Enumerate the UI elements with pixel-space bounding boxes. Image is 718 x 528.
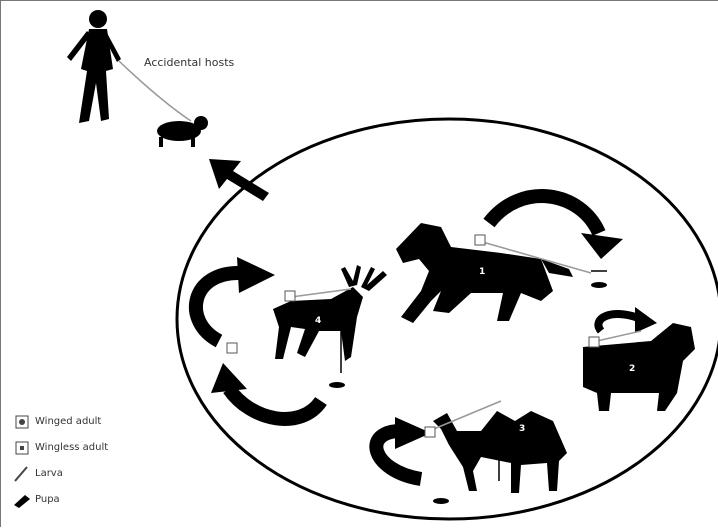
winged-adult-icon — [11, 411, 33, 433]
legend: Winged adult Wingless adult Larva Pupa — [11, 411, 211, 515]
arrow-head-sheep-loop — [635, 307, 657, 333]
host-number-horse: 1 — [479, 267, 485, 277]
camel-silhouette — [433, 411, 567, 493]
legend-item-larva: Larva — [11, 463, 211, 489]
legend-item-winged-adult: Winged adult — [11, 411, 211, 437]
arrow-horse-to-sheep — [489, 196, 599, 233]
wingless-adult-icon — [11, 437, 33, 459]
arrow-head-horse-to-sheep — [581, 233, 623, 259]
arrow-head-deer-loop — [237, 257, 275, 293]
leash — [119, 61, 191, 121]
legend-item-wingless-adult: Wingless adult — [11, 437, 211, 463]
deer-silhouette — [273, 265, 387, 361]
larva-icon — [11, 463, 33, 485]
arrow-sheep-loop — [598, 314, 641, 331]
arrow-head-deer-to-camel — [211, 363, 247, 393]
host-number-sheep: 2 — [629, 364, 635, 374]
legend-label: Larva — [35, 468, 63, 479]
host-number-camel: 3 — [519, 424, 525, 434]
host-number-deer: 4 — [315, 316, 321, 326]
arrow-to-accidental-hosts — [209, 159, 269, 201]
human-silhouette — [67, 10, 121, 123]
connector-line — [597, 331, 641, 341]
legend-item-pupa: Pupa — [11, 489, 211, 515]
legend-label: Wingless adult — [35, 442, 108, 453]
pupa-icon — [11, 489, 33, 511]
accidental-hosts-label: Accidental hosts — [144, 56, 234, 69]
legend-label: Winged adult — [35, 416, 101, 427]
arrow-deer-loop — [196, 273, 241, 341]
dog-silhouette — [157, 116, 208, 147]
arrow-deer-to-camel — [229, 389, 321, 419]
sheep-silhouette — [583, 323, 695, 411]
legend-label: Pupa — [35, 494, 60, 505]
